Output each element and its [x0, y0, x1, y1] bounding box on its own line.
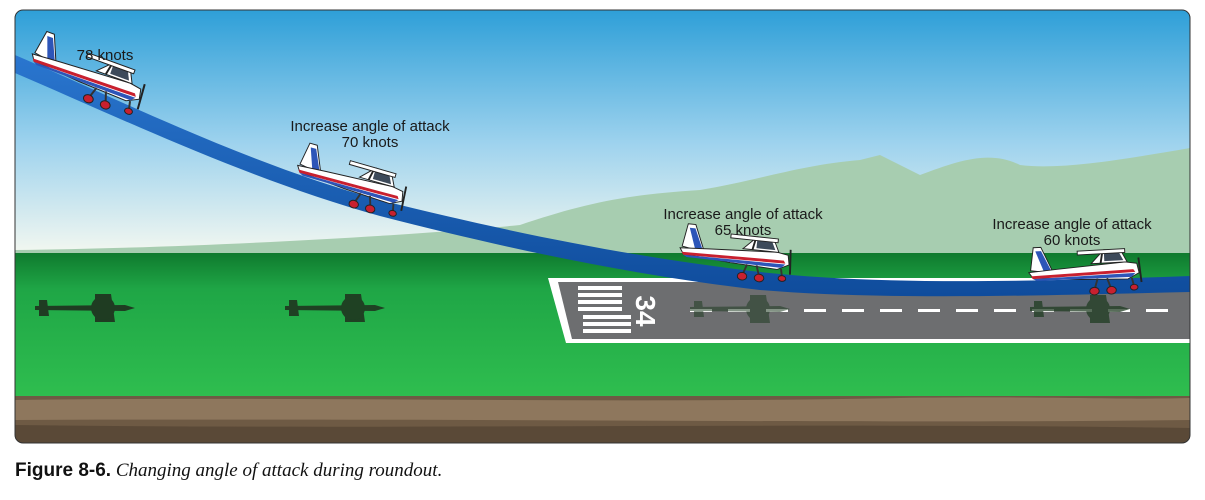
- figure-description: Changing angle of attack during roundout…: [115, 460, 443, 481]
- distant-hills: [15, 148, 1190, 255]
- figure-caption: Figure 8-6. Changing angle of attack dur…: [15, 460, 1195, 490]
- runway-number: 34: [630, 295, 661, 327]
- roundout-diagram: 34 78 knots Increase ang: [14, 9, 1191, 444]
- speed-label-2: 70 knots: [342, 134, 399, 151]
- action-label-2: Increase angle of attack: [290, 118, 450, 135]
- figure-number: Figure 8-6.: [15, 460, 112, 481]
- speed-label-1: 78 knots: [77, 47, 134, 64]
- speed-label-4: 60 knots: [1044, 232, 1101, 249]
- speed-label-3: 65 knots: [715, 222, 772, 239]
- threshold-markings: [578, 286, 631, 333]
- diagram-frame: [14, 9, 1191, 444]
- action-label-4: Increase angle of attack: [992, 216, 1152, 233]
- action-label-3: Increase angle of attack: [663, 206, 823, 223]
